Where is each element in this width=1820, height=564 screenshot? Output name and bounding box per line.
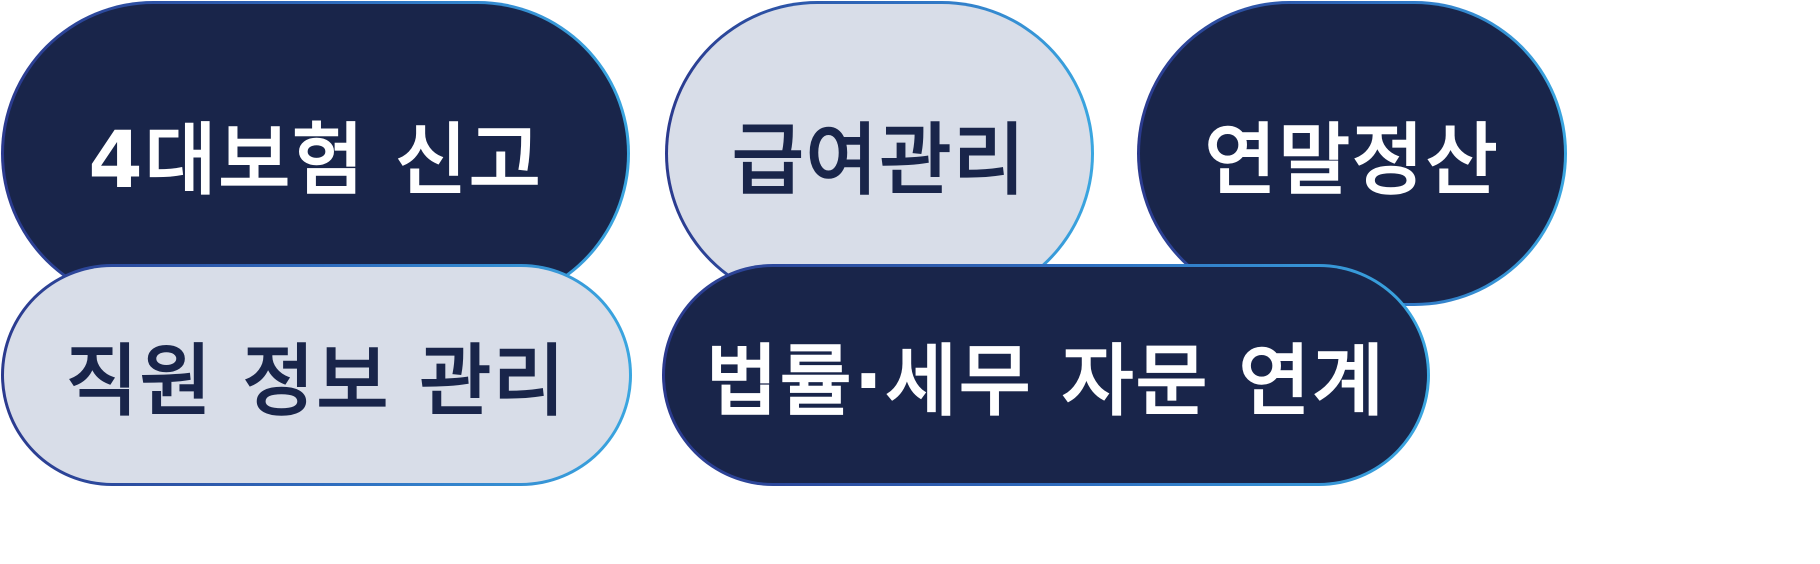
button-label: 연말정산 xyxy=(1204,115,1500,206)
button-label: 직원 정보 관리 xyxy=(66,337,567,427)
button-label: 4대보험 신고 xyxy=(88,115,543,206)
payroll-management-button[interactable]: 급여관리 xyxy=(665,1,1094,306)
year-end-settlement-button[interactable]: 연말정산 xyxy=(1137,1,1567,306)
employee-info-management-button[interactable]: 직원 정보 관리 xyxy=(1,264,632,486)
insurance-report-button[interactable]: 4대보험 신고 xyxy=(1,1,630,306)
button-label: 법률·세무 자문 연계 xyxy=(705,337,1387,427)
button-label: 급여관리 xyxy=(731,115,1028,206)
legal-tax-advisory-button[interactable]: 법률·세무 자문 연계 xyxy=(662,264,1430,486)
